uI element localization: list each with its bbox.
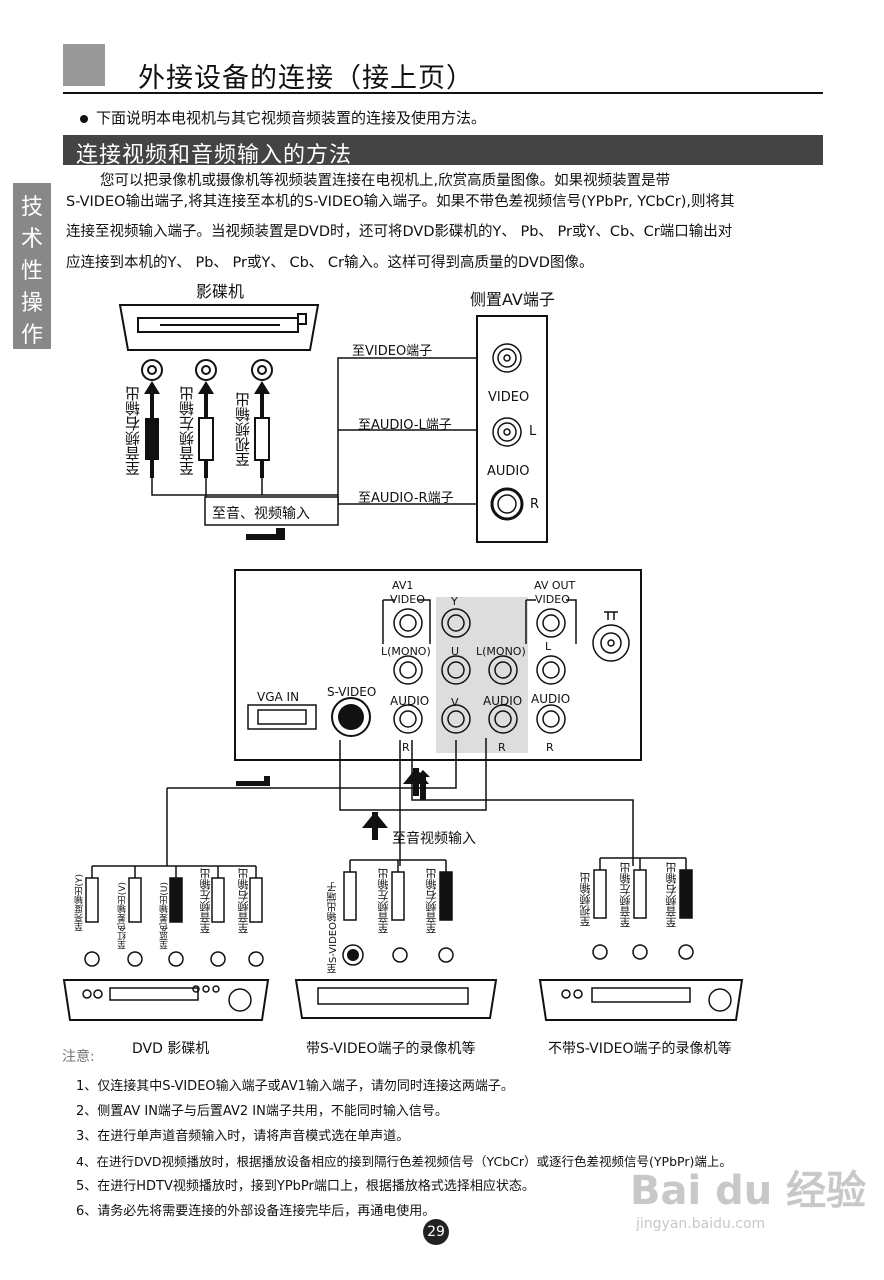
panel-v: V (451, 696, 459, 709)
panel-y: Y (451, 595, 458, 608)
watermark-url: jingyan.baidu.com (636, 1216, 766, 1232)
panel-av1: AV1 (392, 579, 414, 592)
vcr-cable-label: 至视频输出 (579, 872, 592, 927)
paragraph-line: 您可以把录像机或摄像机等视频装置连接在电视机上,欣赏高质量图像。如果视频装置是带 (100, 173, 671, 189)
dvd-cable-label: 至音频右输出 (237, 868, 250, 934)
note-item: 2、侧置AV IN端子与后置AV2 IN端子共用，不能同时输入信号。 (76, 1104, 448, 1119)
panel-l-out: L (545, 640, 552, 653)
notes-title: 注意: (62, 1049, 95, 1065)
vcr-s-cable-label: 至音频左输出 (377, 868, 390, 934)
dvd-cable-label: 至蓝色差输出(U) (160, 882, 170, 950)
sidebar-char: 性 (20, 259, 43, 284)
to-video-label: 至VIDEO端子 (352, 344, 433, 359)
to-av-input-label: 至音、视频输入 (212, 506, 310, 522)
dvd-cable-label: 至音频左输出 (199, 868, 212, 934)
panel-svideo: S-VIDEO (327, 685, 377, 699)
player-label: 影碟机 (196, 282, 245, 301)
vcr-cable-label: 至音频左输出 (619, 862, 632, 928)
sidebar-char: 术 (20, 227, 43, 252)
panel-av-out: AV OUT (534, 579, 576, 592)
dvd-label: DVD 影碟机 (132, 1041, 210, 1057)
paragraph-line: S-VIDEO输出端子,将其连接至本机的S-VIDEO输入端子。如果不带色差视频… (66, 194, 735, 210)
cable-label: 至音频左输出 (178, 386, 196, 476)
to-av-input-label-2: 至音视频输入 (392, 831, 476, 847)
panel-r-3: R (546, 741, 554, 754)
dvd-cable-label: 至亮度输出(Y) (75, 874, 85, 932)
paragraph-line: 连接至视频输入端子。当视频装置是DVD时，还可将DVD影碟机的Y、 Pb、 Pr… (66, 224, 733, 240)
side-av-label: 侧置AV端子 (470, 290, 555, 309)
panel-audio-3: AUDIO (531, 692, 571, 706)
panel-r-2: R (498, 741, 506, 754)
section-bar (63, 135, 823, 165)
page-title: 外接设备的连接（接上页） (138, 63, 474, 94)
note-item: 6、请务必先将需要连接的外部设备连接完毕后，再通电使用。 (76, 1204, 436, 1219)
dvd-cable-label: 至红色差输出(V) (118, 882, 128, 950)
panel-audio-1: AUDIO (390, 694, 430, 708)
cable-label: 至视频输出 (234, 392, 252, 467)
panel-video-in: VIDEO (390, 593, 425, 606)
intro-line: 下面说明本电视机与其它视频音频装置的连接及使用方法。 (80, 107, 486, 128)
note-item: 1、仅连接其中S-VIDEO输入端子或AV1输入端子，请勿同时连接这两端子。 (76, 1079, 514, 1094)
vcr-cable-label: 至音频右输出 (665, 862, 678, 928)
jack-l-label: L (529, 424, 537, 439)
note-item: 5、在进行HDTV视频播放时，接到YPbPr端口上，根据播放格式选择相应状态。 (76, 1179, 535, 1194)
to-audio-r-label: 至AUDIO-R端子 (358, 491, 454, 506)
sidebar-char: 操 (20, 291, 43, 316)
bullet-icon (80, 114, 88, 123)
cable-label: 至音频右输出 (124, 386, 142, 476)
jack-audio-label: AUDIO (487, 464, 530, 479)
panel-lmono-2: L(MONO) (476, 645, 526, 658)
jack-r-label: R (530, 497, 540, 512)
vcr-label: 不带S-VIDEO端子的录像机等 (548, 1041, 732, 1057)
header-decor-box (63, 44, 105, 86)
watermark-logo: Bai du 经验 (630, 1168, 867, 1214)
page-number: 29 (423, 1219, 449, 1245)
sidebar-char: 技 (20, 195, 43, 220)
sidebar-tab: 技 术 性 操 作 (13, 183, 51, 349)
intro-text: 下面说明本电视机与其它视频音频装置的连接及使用方法。 (96, 109, 487, 127)
note-item: 4、在进行DVD视频播放时，根据播放设备相应的接到隔行色差视频信号（YCbCr）… (76, 1154, 732, 1169)
notes-list: 1、仅连接其中S-VIDEO输入端子或AV1输入端子，请勿同时连接这两端子。 2… (76, 1074, 732, 1224)
panel-vga: VGA IN (257, 690, 300, 704)
jack-video-label: VIDEO (488, 390, 530, 405)
panel-video-out: VIDEO (535, 593, 570, 606)
panel-r-1: R (402, 741, 410, 754)
paragraph-line: 应连接到本机的Y、 Pb、 Pr或Y、 Cb、 Cr输入。这样可得到高质量的DV… (66, 255, 594, 271)
note-item: 3、在进行单声道音频输入时，请将声音模式选在单声道。 (76, 1129, 410, 1144)
vcr-s-cable-label: 至S-VIDEO输出端子 (328, 882, 339, 974)
sidebar-char: 作 (20, 323, 43, 348)
vcr-s-label: 带S-VIDEO端子的录像机等 (306, 1041, 476, 1057)
to-audio-l-label: 至AUDIO-L端子 (358, 418, 452, 433)
panel-audio-2: AUDIO (483, 694, 523, 708)
vcr-s-cable-label: 至音频右输出 (425, 868, 438, 934)
title-rule (63, 92, 823, 94)
panel-u: U (451, 645, 460, 658)
panel-lmono-1: L(MONO) (381, 645, 431, 658)
section-title: 连接视频和音频输入的方法 (76, 143, 353, 168)
